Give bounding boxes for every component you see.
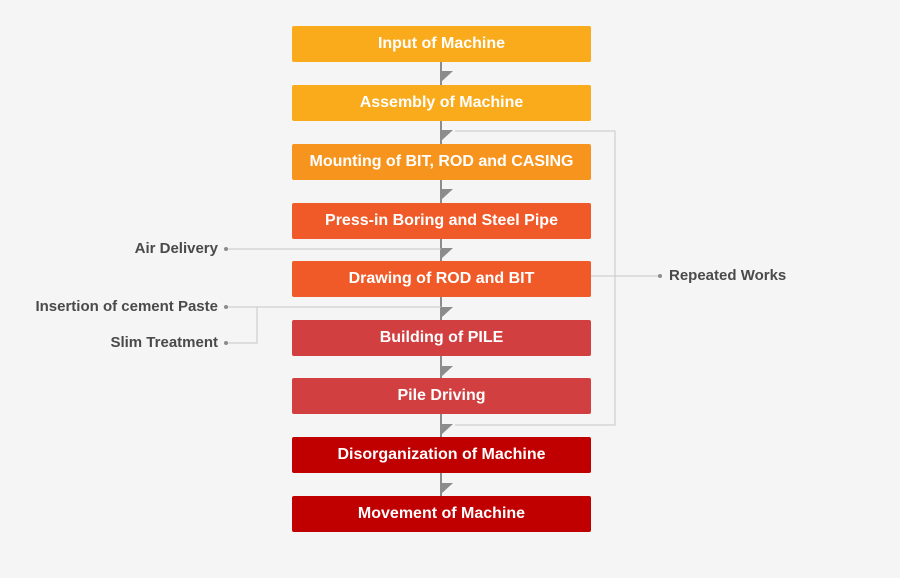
arrow-6 [441,366,453,377]
slim-treatment-dot [224,341,228,345]
slim-treatment-leader-line [226,307,258,344]
arrow-2 [441,130,453,141]
process-step: Drawing of ROD and BIT [292,261,591,297]
note-slim-treatment: Slim Treatment [110,334,218,351]
process-step: Input of Machine [292,26,591,62]
arrow-5 [441,307,453,318]
process-step: Pile Driving [292,378,591,414]
repeated-works-bracket [455,130,616,426]
arrow-1 [441,71,453,82]
process-step: Movement of Machine [292,496,591,532]
insertion-dot [224,305,228,309]
repeated-works-dot [658,274,662,278]
note-air-delivery: Air Delivery [134,240,218,257]
process-step: Press-in Boring and Steel Pipe [292,203,591,239]
air-delivery-dot [224,247,228,251]
note-repeated-works: Repeated Works [669,267,787,284]
arrow-8 [441,483,453,494]
process-step: Building of PILE [292,320,591,356]
process-step: Mounting of BIT, ROD and CASING [292,144,591,180]
note-insertion-of-cement-paste: Insertion of cement Paste [35,298,218,315]
arrow-7 [441,424,453,435]
process-step: Assembly of Machine [292,85,591,121]
arrow-3 [441,189,453,200]
process-step: Disorganization of Machine [292,437,591,473]
arrow-4 [441,248,453,259]
